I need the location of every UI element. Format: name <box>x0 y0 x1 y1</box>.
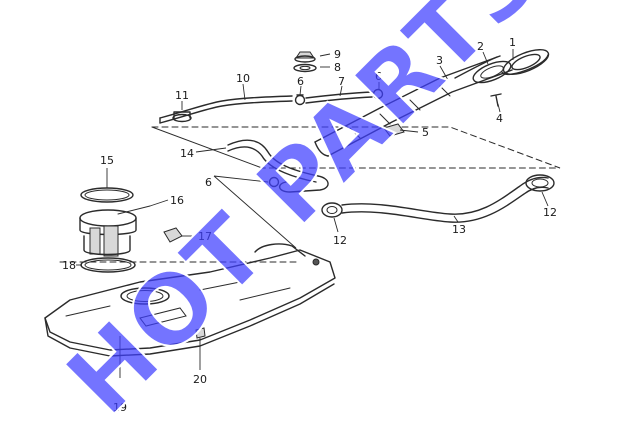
callout-2: 2 <box>477 40 484 53</box>
part-20-drain-plug <box>195 327 206 339</box>
part-14-vent-hose <box>227 139 329 193</box>
callout-7: 7 <box>338 75 345 88</box>
part-6-clamp-mid <box>268 176 280 188</box>
part-4-screw <box>490 93 502 107</box>
callout-10: 10 <box>236 72 250 85</box>
part-8-washer <box>293 63 317 73</box>
callout-6-upper-left: 6 <box>297 75 304 88</box>
part-5-bracket <box>383 123 405 137</box>
callout-8: 8 <box>334 61 341 74</box>
callout-14: 14 <box>180 147 194 160</box>
part-1-filler-cap <box>501 49 550 75</box>
callout-20: 20 <box>193 373 207 386</box>
callout-17: 17 <box>198 230 212 243</box>
callout-12-right: 12 <box>543 206 557 219</box>
callout-3: 3 <box>436 54 443 67</box>
callout-4: 4 <box>496 112 503 125</box>
part-3-filler-neck <box>314 55 513 157</box>
part-9-cap <box>294 51 316 63</box>
upper-reference-plane <box>151 126 561 169</box>
callout-11: 11 <box>175 89 189 102</box>
part-16-fuel-pump-module <box>79 205 151 257</box>
callout-15: 15 <box>100 154 114 167</box>
part-13-filler-hose <box>341 176 549 223</box>
callout-9: 9 <box>334 48 341 61</box>
callout-5: 5 <box>422 126 429 139</box>
part-2-gasket <box>472 60 512 84</box>
callout-19: 19 <box>113 401 127 414</box>
part-6-clamp-upper-right <box>372 88 384 100</box>
callout-6-upper-right: 6 <box>375 70 382 83</box>
callout-13: 13 <box>452 223 466 236</box>
callout-6-mid: 6 <box>205 176 212 189</box>
part-15-lock-ring <box>80 187 134 203</box>
part-7-hose <box>305 91 373 104</box>
callout-numbers: 1 2 3 4 5 6 6 6 7 8 9 10 11 12 12 13 14 … <box>62 36 557 414</box>
leader-lines <box>76 49 549 378</box>
callout-1: 1 <box>509 36 516 49</box>
part-12-clamp-left <box>321 202 343 218</box>
part-19-fuel-tank <box>44 243 336 357</box>
part-10-breather-tube <box>159 95 293 124</box>
callout-16: 16 <box>170 194 184 207</box>
part-18-gasket <box>80 257 136 273</box>
callout-18: 18 <box>62 259 76 272</box>
callout-12-left: 12 <box>333 234 347 247</box>
part-12-clamp-right <box>525 174 555 192</box>
